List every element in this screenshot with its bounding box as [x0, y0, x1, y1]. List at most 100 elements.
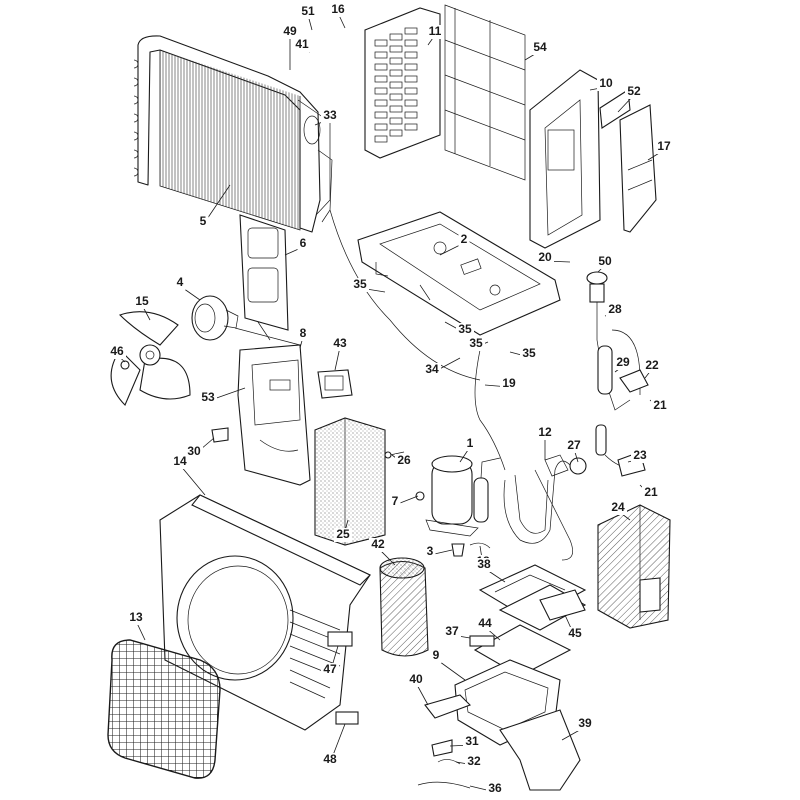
callout-label-c46: 46	[110, 344, 124, 358]
callout-label-c2: 2	[461, 232, 468, 246]
callout-backdrop-c7	[389, 495, 401, 509]
callout-label-c1: 1	[467, 436, 474, 450]
callout-backdrop-c29	[614, 356, 632, 370]
compressor	[425, 455, 501, 537]
callout-backdrop-c50	[596, 255, 614, 269]
motor-bracket	[234, 214, 301, 346]
callout-label-c54: 54	[533, 40, 547, 54]
label-plate-52	[599, 89, 631, 129]
clip-30	[211, 427, 229, 443]
condenser-coil	[133, 35, 333, 233]
solenoid-coil-27	[569, 457, 587, 475]
callout-label-c25: 25	[336, 527, 350, 541]
rubber-mount-7	[415, 491, 425, 501]
label-37	[469, 635, 495, 647]
callout-backdrop-c35b	[456, 323, 474, 337]
callout-backdrop-c19	[500, 377, 518, 391]
callout-label-c27: 27	[567, 438, 581, 452]
partition-plate	[237, 344, 311, 486]
callout-label-c28: 28	[608, 302, 622, 316]
callout-backdrop-c9	[430, 649, 442, 663]
callout-backdrop-c47	[321, 663, 339, 677]
callout-backdrop-c32	[465, 755, 483, 769]
callout-backdrop-c40	[407, 673, 425, 687]
top-grille-panel	[364, 7, 441, 159]
callout-backdrop-c11	[426, 25, 444, 39]
callout-label-c30: 30	[187, 444, 201, 458]
callout-backdrop-c42	[369, 538, 387, 552]
propeller-fan	[110, 311, 191, 406]
callout-leader-c14	[179, 464, 206, 496]
callout-backdrop-c51	[299, 5, 317, 19]
callout-backdrop-c28	[606, 303, 624, 317]
callout-backdrop-c35c	[467, 337, 485, 351]
callout-label-c29: 29	[616, 355, 630, 369]
callout-backdrop-c24	[609, 501, 627, 515]
callout-backdrop-c23	[631, 449, 649, 463]
callout-backdrop-c15	[133, 295, 151, 309]
callout-backdrop-c12	[536, 426, 554, 440]
callout-label-c26: 26	[397, 453, 411, 467]
callout-backdrop-c54	[531, 41, 549, 55]
callout-backdrop-c25	[334, 528, 352, 542]
callout-label-c35d: 35	[522, 346, 536, 360]
callout-label-c35c: 35	[469, 336, 483, 350]
callout-backdrop-c8	[297, 327, 309, 341]
label-48	[335, 711, 359, 725]
callout-backdrop-c20	[536, 251, 554, 265]
callout-label-c45: 45	[568, 626, 582, 640]
callout-backdrop-c17	[655, 140, 673, 154]
wire-harness	[417, 739, 471, 789]
callout-label-c52: 52	[627, 84, 641, 98]
callout-backdrop-c41	[293, 38, 311, 52]
callout-label-c34: 34	[425, 362, 439, 376]
callout-label-c48: 48	[323, 752, 337, 766]
callout-backdrop-c49	[281, 25, 299, 39]
callout-label-c35b: 35	[458, 322, 472, 336]
callout-backdrop-c16	[329, 3, 347, 17]
label-47	[327, 631, 353, 647]
base-pan	[357, 211, 561, 336]
callout-label-c47: 47	[323, 662, 337, 676]
callout-backdrop-c26	[395, 454, 413, 468]
callout-backdrop-c52	[625, 85, 643, 99]
callout-label-c53: 53	[201, 390, 215, 404]
callout-backdrop-c1	[464, 437, 476, 451]
callout-label-c42: 42	[371, 537, 385, 551]
callout-backdrop-c34	[423, 363, 441, 377]
callout-label-c36: 36	[488, 781, 502, 795]
callout-label-c15: 15	[135, 294, 149, 308]
callout-backdrop-c38	[475, 558, 493, 572]
rear-panel	[597, 504, 671, 629]
callout-label-c6: 6	[300, 236, 307, 250]
callout-label-c21b: 21	[644, 485, 658, 499]
callout-label-c31: 31	[465, 734, 479, 748]
callout-label-c4: 4	[177, 275, 184, 289]
callout-backdrop-c13	[127, 611, 145, 625]
callout-label-c14: 14	[173, 454, 187, 468]
callout-label-c5: 5	[200, 214, 207, 228]
callout-label-c13: 13	[129, 610, 143, 624]
callout-backdrop-c44	[476, 617, 494, 631]
callout-label-c37: 37	[445, 624, 459, 638]
callout-label-c49: 49	[283, 24, 297, 38]
screw-head-26	[384, 451, 392, 459]
callout-label-c7: 7	[392, 494, 399, 508]
callout-label-c8: 8	[300, 326, 307, 340]
electrical-box	[424, 564, 587, 791]
callout-backdrop-c3	[424, 545, 436, 559]
callout-backdrop-c2	[458, 233, 470, 247]
bracket-39	[499, 709, 581, 791]
callout-backdrop-c45	[566, 627, 584, 641]
callout-backdrop-c46	[108, 345, 126, 359]
callout-backdrop-c37	[443, 625, 461, 639]
callout-backdrop-c31	[463, 735, 481, 749]
callout-label-c21a: 21	[653, 398, 667, 412]
callout-label-c16: 16	[331, 2, 345, 16]
refrigerant-piping	[329, 209, 573, 561]
reactor	[317, 369, 353, 399]
callout-label-c12: 12	[538, 425, 552, 439]
